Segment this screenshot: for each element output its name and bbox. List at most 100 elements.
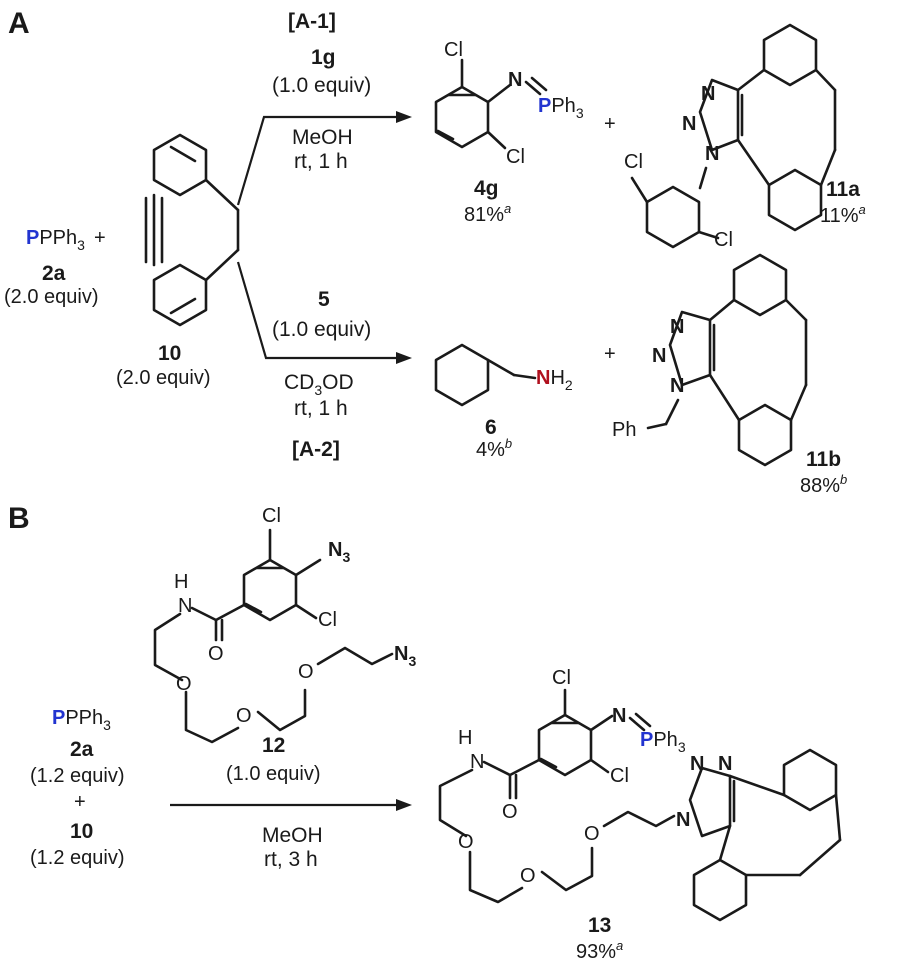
chlorine-atom: Cl [506,146,525,168]
compound-id-12: 12 [262,734,285,757]
triazole-nitrogen: N [652,345,666,367]
benzene-ring [737,403,793,467]
phenyl-group: Ph [612,419,636,441]
benzene-ring [692,858,748,922]
benzene-ring [762,23,818,87]
pph3-group: PPh3 [538,95,584,121]
route-tag-a2: [A-2] [292,438,340,461]
benzene-ring [732,253,788,317]
reagents-panel-b: PPPh3 2a (1.2 equiv) + 10 (1.2 equiv) [30,707,125,869]
solvent-meoh: MeOH [292,126,353,149]
structure-10: 10 (2.0 equiv) [116,133,240,389]
conditions-a1: rt, 1 h [294,150,348,173]
reaction-arrow-b: MeOH rt, 3 h [170,799,412,871]
svg-text:PPPh3: PPPh3 [26,227,85,253]
structure-6: NH2 6 4%b [434,343,573,461]
equiv-2a: (1.2 equiv) [30,765,125,787]
azide-id-5: 5 [318,288,330,311]
yield-6: 4%b [476,436,512,461]
compound-id-2a: 2a [42,262,66,285]
conditions-a2: rt, 1 h [294,397,348,420]
compound-id-13: 13 [588,914,611,937]
plus-sign: + [94,227,106,249]
compound-id-10: 10 [158,342,181,365]
plus-sign: + [604,113,616,135]
oxygen-atom: O [298,661,314,683]
chlorine-atom: Cl [714,229,733,251]
oxygen-atom: O [584,823,600,845]
compound-id-2a: 2a [70,738,94,761]
solvent-meoh: MeOH [262,824,323,847]
amide-nitrogen: N [178,595,192,617]
pph3-reagent: PPPh3 [52,707,111,733]
nitrogen-atom: N [508,69,522,91]
azide-id-1g: 1g [311,46,336,69]
benzene-ring [434,343,490,407]
plus-sign: + [604,343,616,365]
oxygen-atom: O [176,673,192,695]
structure-12: Cl N3 Cl O H N O O O N3 12 (1.0 equiv) [153,505,416,785]
structure-4g: Cl Cl N PPh3 4g 81%a [434,39,584,226]
chlorine-atom: Cl [552,667,571,689]
route-a1: [A-1] 1g (1.0 equiv) MeOH rt, 1 h [236,10,412,206]
chlorine-atom: Cl [624,151,643,173]
oxygen-atom: O [502,801,518,823]
oxygen-atom: O [208,643,224,665]
triazole-nitrogen: N [670,316,684,338]
amide-nitrogen: N [470,751,484,773]
panel-a-label: A [8,7,30,40]
reagent-2a-panel-a: PPPh3 + 2a (2.0 equiv) [4,227,106,308]
nitrogen-atom: N [612,705,626,727]
yield-11b: 88%b [800,472,847,497]
panel-b-label: B [8,502,30,535]
equiv-10: (2.0 equiv) [116,367,211,389]
equiv-2a: (2.0 equiv) [4,286,99,308]
triazole-nitrogen: N [690,753,704,775]
oxygen-atom: O [520,865,536,887]
triazole-nitrogen: N [718,753,732,775]
compound-id-6: 6 [485,416,497,439]
route-a2: 5 (1.0 equiv) CD3OD rt, 1 h [A-2] [236,261,412,461]
equiv-10: (1.2 equiv) [30,847,125,869]
benzene-ring [645,185,701,249]
compound-id-11a: 11a [826,178,860,201]
plus-sign: + [74,791,86,813]
chlorine-atom: Cl [444,39,463,61]
compound-id-11b: 11b [806,448,841,471]
benzene-ring [152,263,208,327]
triazole-nitrogen: N [705,143,719,165]
compound-id-4g: 4g [474,177,499,200]
oxygen-atom: O [236,705,252,727]
benzene-ring [767,168,823,232]
triazole-nitrogen: N [676,809,690,831]
structure-11b: N N N Ph 11b 88%b [612,253,847,497]
triazole-nitrogen: N [701,83,715,105]
azide-group: N3 [328,539,350,565]
yield-13: 93%a [576,938,623,963]
solvent-cd3od: CD3OD [284,371,354,398]
chlorine-atom: Cl [262,505,281,527]
azide-group: N3 [394,643,416,669]
triazole-nitrogen: N [682,113,696,135]
triazole-nitrogen: N [670,375,684,397]
route-tag-a1: [A-1] [288,10,336,33]
pph3-group: PPh3 [640,729,686,755]
yield-11a: 11%a [820,202,866,227]
benzene-ring [152,133,208,197]
azide-equiv-5: (1.0 equiv) [272,318,371,341]
structure-13: Cl N PPh3 Cl O H N O O O N N N [438,667,842,963]
azide-equiv-1g: (1.0 equiv) [272,74,371,97]
yield-4g: 81%a [464,201,511,226]
conditions-b: rt, 3 h [264,848,318,871]
benzene-ring [782,748,838,812]
chlorine-atom: Cl [318,609,337,631]
chlorine-atom: Cl [610,765,629,787]
structure-11a: N N N Cl Cl 11a 11%a [624,23,866,251]
oxygen-atom: O [458,831,474,853]
nh-group: H [458,727,472,749]
nh-group: H [174,571,188,593]
phosphorus-atom: P [26,227,39,249]
equiv-12: (1.0 equiv) [226,763,321,785]
amine-group: NH2 [536,367,573,393]
